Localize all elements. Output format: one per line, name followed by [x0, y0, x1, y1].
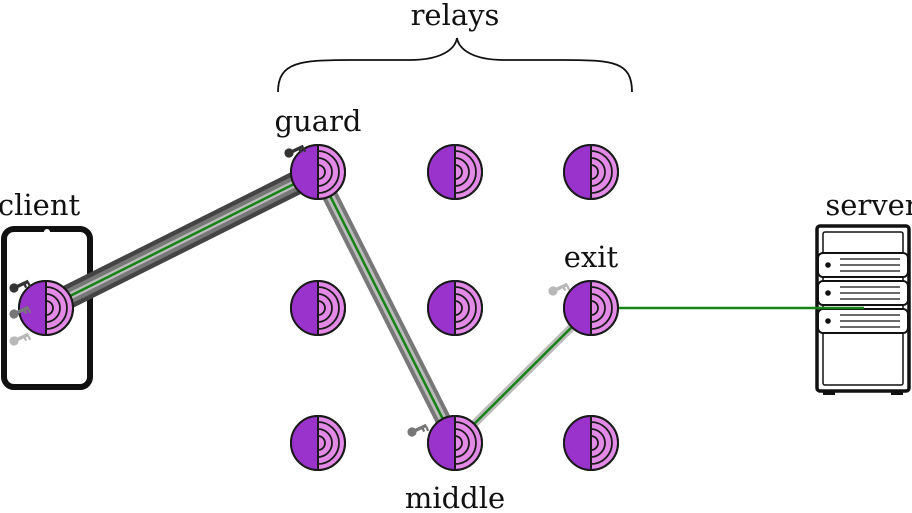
onion-icon	[290, 280, 346, 336]
server-rack-icon	[815, 224, 911, 395]
onion-icon	[563, 415, 619, 471]
onion-icon	[290, 415, 346, 471]
onion-icon	[427, 280, 483, 336]
client-label: client	[0, 188, 80, 222]
onion-icon	[427, 144, 483, 200]
onion-icon	[563, 280, 619, 336]
guard-label: guard	[275, 104, 362, 138]
onion-icon	[563, 144, 619, 200]
relays-brace	[277, 37, 633, 93]
server-label: server	[825, 188, 912, 222]
relays-label: relays	[411, 0, 500, 32]
key-icon	[405, 420, 430, 440]
middle-label: middle	[405, 481, 505, 513]
onion-icon	[290, 144, 346, 200]
onion-icon	[427, 415, 483, 471]
exit-label: exit	[564, 240, 619, 274]
